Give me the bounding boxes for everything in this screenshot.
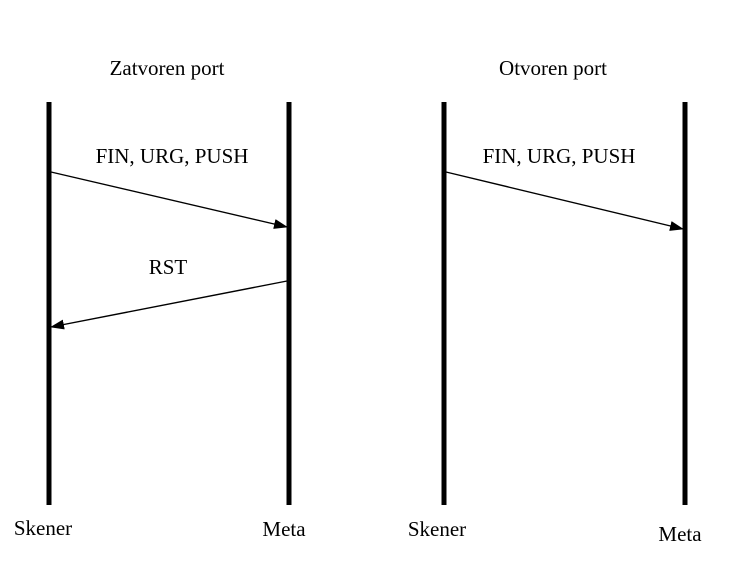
- message-label: FIN, URG, PUSH: [483, 144, 636, 168]
- panel-closed-port: Zatvoren port FIN, URG, PUSH RST Skener …: [14, 56, 306, 541]
- panel-title: Otvoren port: [499, 56, 607, 80]
- panel-title: Zatvoren port: [110, 56, 225, 80]
- message-label: RST: [149, 255, 188, 279]
- target-label: Meta: [262, 517, 306, 541]
- message-label: FIN, URG, PUSH: [96, 144, 249, 168]
- panel-open-port: Otvoren port FIN, URG, PUSH Skener Meta: [408, 56, 702, 546]
- message-arrow-to-target: [50, 171, 288, 229]
- scanner-label: Skener: [14, 516, 72, 540]
- target-label: Meta: [658, 522, 702, 546]
- message-arrow-to-scanner: [50, 280, 288, 330]
- scanner-label: Skener: [408, 517, 466, 541]
- message-arrow-to-target: [445, 171, 684, 231]
